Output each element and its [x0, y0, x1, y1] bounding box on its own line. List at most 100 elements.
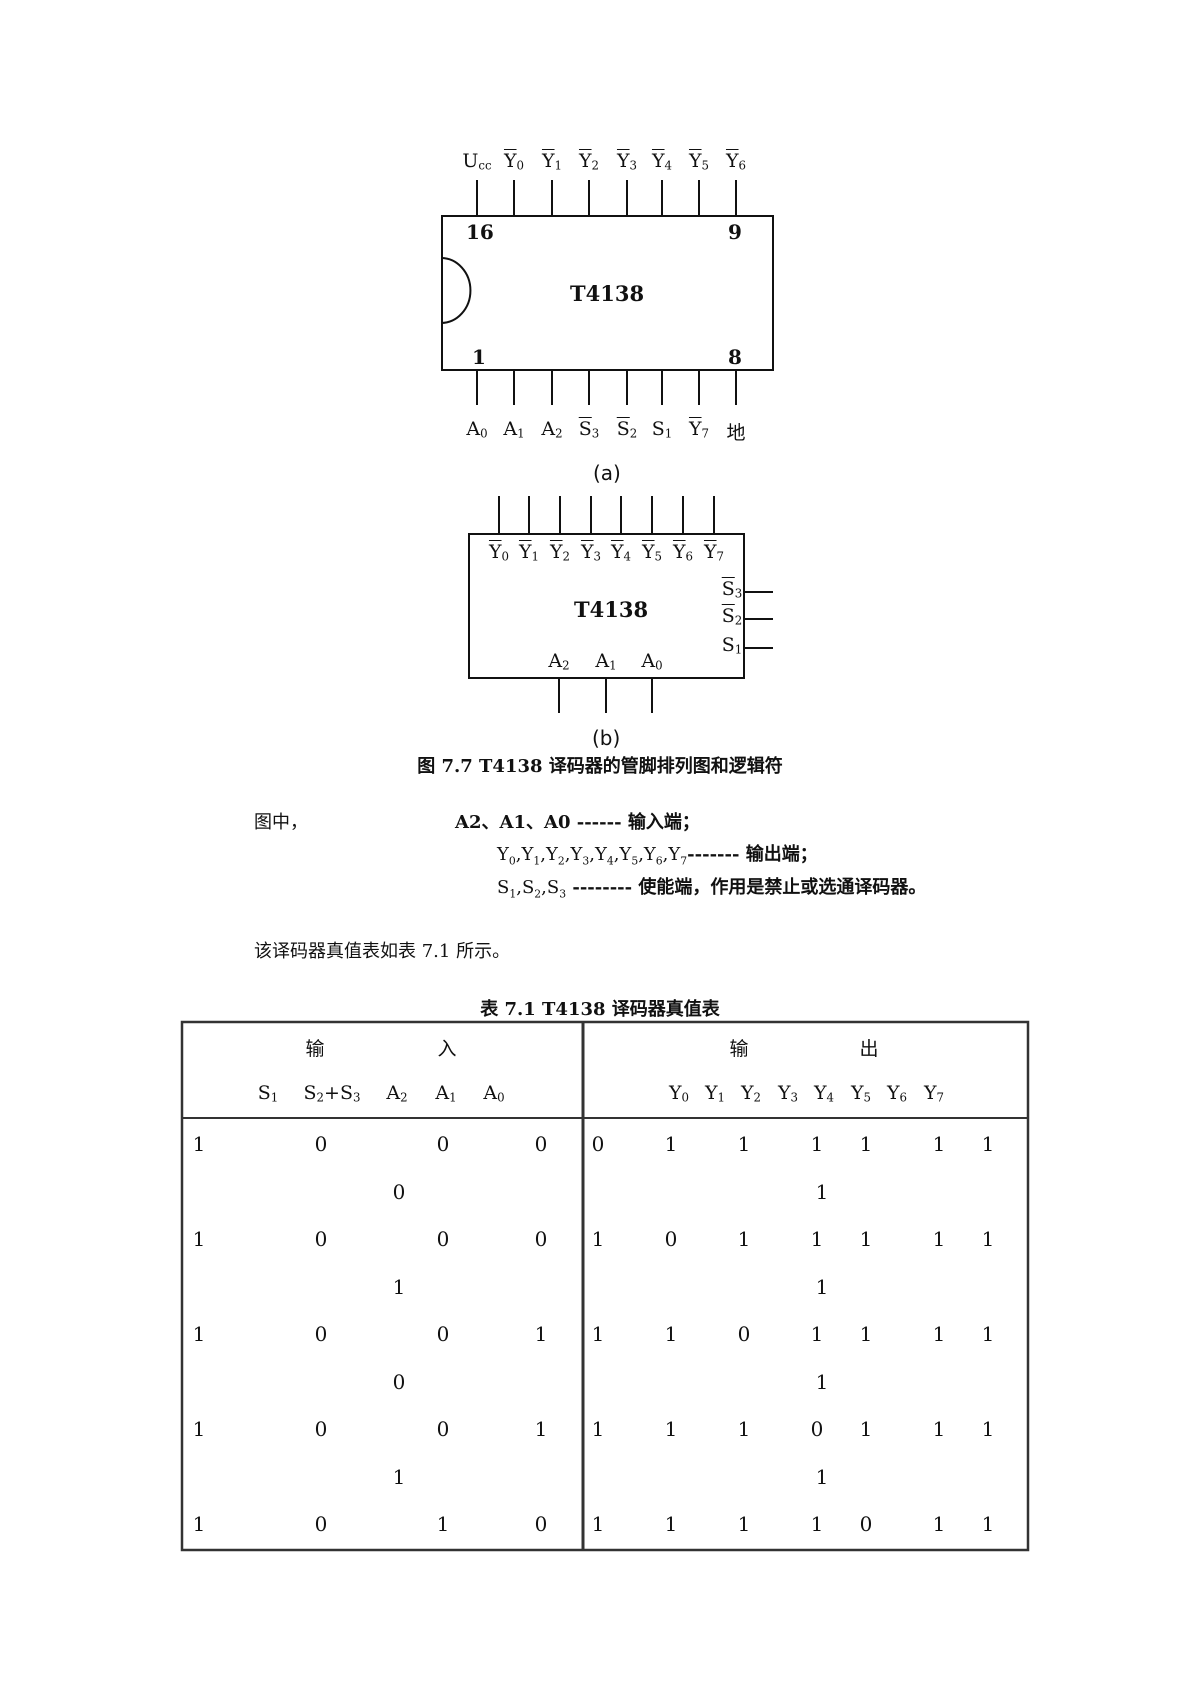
cell-r3-c11: 1 — [981, 1322, 995, 1346]
cell-r1-c2: 0 — [314, 1132, 328, 1156]
pin-number-9: 9 — [728, 220, 742, 244]
cell-r5-c5: 1 — [591, 1512, 605, 1536]
pin-number-1: 1 — [472, 345, 486, 369]
subcell-r1-2: 1 — [815, 1180, 829, 1204]
cell-r2-c10: 1 — [932, 1227, 946, 1251]
cell-r4-c4: 1 — [534, 1417, 548, 1441]
cell-r1-c8: 1 — [810, 1132, 824, 1156]
cell-r3-c4: 1 — [534, 1322, 548, 1346]
figure-label-b: (b) — [592, 726, 621, 750]
cell-r2-c8: 1 — [810, 1227, 824, 1251]
cell-r2-c7: 1 — [737, 1227, 751, 1251]
cell-r5-c6: 1 — [664, 1512, 678, 1536]
cell-r5-c9: 0 — [859, 1512, 873, 1536]
output-label-4: Y3 — [580, 541, 602, 564]
chip-body-a — [441, 215, 774, 371]
cell-r3-c1: 1 — [192, 1322, 206, 1346]
top-pin-label-3: Y1 — [541, 150, 563, 173]
chip-body-b — [468, 533, 745, 679]
pinout-lines — [440, 180, 773, 713]
figure-caption: 图 7.7 T4138 译码器的管脚排列图和逻辑符 — [417, 756, 783, 777]
input-label-2: A1 — [595, 650, 617, 673]
output-group-label-1: 输 — [729, 1038, 749, 1060]
cell-r1-c4: 0 — [534, 1132, 548, 1156]
cell-r3-c7: 0 — [737, 1322, 751, 1346]
top-pin-label-4: Y2 — [578, 150, 600, 173]
input-group-label-1: 输 — [305, 1038, 325, 1060]
legend-enable-desc: -------- 使能端，作用是禁止或选通译码器。 — [566, 877, 927, 898]
cell-r4-c1: 1 — [192, 1417, 206, 1441]
bottom-pin-label-1: A0 — [466, 418, 488, 441]
cell-r3-c5: 1 — [591, 1322, 605, 1346]
cell-r4-c10: 1 — [932, 1417, 946, 1441]
cell-r4-c8: 0 — [810, 1417, 824, 1441]
pin-number-8: 8 — [728, 345, 742, 369]
input-group-label-2: 入 — [437, 1038, 457, 1060]
output-header-8: Y7 — [923, 1082, 945, 1105]
cell-r4-c2: 0 — [314, 1417, 328, 1441]
cell-r1-c9: 1 — [859, 1132, 873, 1156]
cell-r4-c6: 1 — [664, 1417, 678, 1441]
cell-r4-c11: 1 — [981, 1417, 995, 1441]
cell-r3-c9: 1 — [859, 1322, 873, 1346]
subcell-r4-2: 1 — [815, 1465, 829, 1489]
subcell-r1-1: 0 — [392, 1180, 406, 1204]
cell-r5-c4: 0 — [534, 1512, 548, 1536]
bottom-pin-label-4: S3 — [578, 418, 600, 441]
enable-label-2: S2 — [721, 605, 743, 628]
cell-r2-c2: 0 — [314, 1227, 328, 1251]
cell-r3-c10: 1 — [932, 1322, 946, 1346]
table-title: 表 7.1 T4138 译码器真值表 — [480, 999, 720, 1020]
top-pin-label-5: Y3 — [616, 150, 638, 173]
output-header-7: Y6 — [886, 1082, 908, 1105]
subcell-r4-1: 1 — [392, 1465, 406, 1489]
cell-r2-c6: 0 — [664, 1227, 678, 1251]
cell-r2-c11: 1 — [981, 1227, 995, 1251]
input-header-2: S2+S3 — [303, 1082, 361, 1105]
cell-r2-c3: 0 — [436, 1227, 450, 1251]
bottom-pin-label-2: A1 — [503, 418, 525, 441]
output-header-6: Y5 — [850, 1082, 872, 1105]
chip-label-b: T4138 — [574, 597, 649, 622]
output-label-2: Y1 — [518, 541, 540, 564]
top-pin-label-1: Ucc — [462, 150, 492, 173]
bottom-pin-label-6: S1 — [651, 418, 673, 441]
legend-enable-symbols: S1,S2,S3 — [497, 877, 567, 901]
bottom-pin-label-8: 地 — [726, 422, 746, 444]
enable-label-3: S1 — [721, 634, 743, 657]
output-label-3: Y2 — [549, 541, 571, 564]
legend-intro: 图中， — [254, 812, 308, 833]
chip-notch — [440, 257, 472, 324]
cell-r5-c8: 1 — [810, 1512, 824, 1536]
subcell-r3-2: 1 — [815, 1370, 829, 1394]
cell-r1-c6: 1 — [664, 1132, 678, 1156]
cell-r2-c5: 1 — [591, 1227, 605, 1251]
bottom-pin-label-5: S2 — [616, 418, 638, 441]
cell-r5-c7: 1 — [737, 1512, 751, 1536]
figure-label-a: (a) — [593, 461, 621, 485]
cell-r5-c11: 1 — [981, 1512, 995, 1536]
cell-r5-c10: 1 — [932, 1512, 946, 1536]
cell-r1-c1: 1 — [192, 1132, 206, 1156]
input-header-3: A2 — [386, 1082, 408, 1105]
legend-outputs-symbols: Y0,Y1,Y2,Y3,Y4,Y5,Y6,Y7 — [497, 844, 688, 868]
cell-r3-c8: 1 — [810, 1322, 824, 1346]
pin-number-16: 16 — [466, 220, 494, 244]
output-header-5: Y4 — [813, 1082, 835, 1105]
output-label-6: Y5 — [641, 541, 663, 564]
output-label-1: Y0 — [488, 541, 510, 564]
cell-r4-c9: 1 — [859, 1417, 873, 1441]
cell-r3-c3: 0 — [436, 1322, 450, 1346]
input-label-3: A0 — [641, 650, 663, 673]
cell-r2-c9: 1 — [859, 1227, 873, 1251]
cell-r5-c3: 1 — [436, 1512, 450, 1536]
output-header-4: Y3 — [777, 1082, 799, 1105]
cell-r5-c1: 1 — [192, 1512, 206, 1536]
cell-r2-c1: 1 — [192, 1227, 206, 1251]
output-group-label-2: 出 — [859, 1038, 879, 1060]
top-pin-label-2: Y0 — [503, 150, 525, 173]
chip-label-a: T4138 — [570, 281, 645, 306]
cell-r4-c7: 1 — [737, 1417, 751, 1441]
input-header-4: A1 — [435, 1082, 457, 1105]
